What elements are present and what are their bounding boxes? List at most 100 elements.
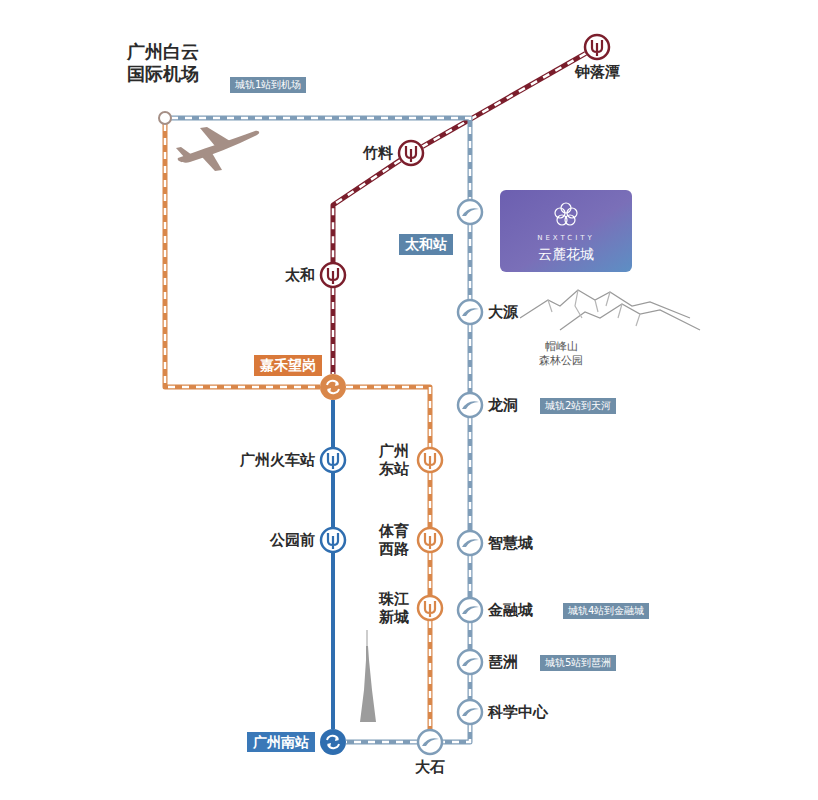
line-dash	[171, 118, 470, 199]
station-name: 钟落潭	[575, 63, 620, 81]
mountains	[520, 290, 700, 330]
rail-station-marker	[456, 596, 484, 624]
line-base	[331, 553, 335, 729]
station-name: 体育 西路	[379, 522, 412, 558]
metro-station-marker	[319, 526, 347, 554]
station: 金融城	[456, 596, 484, 624]
station: 大石	[416, 728, 444, 756]
line-dash	[429, 621, 432, 729]
line-dash	[469, 325, 472, 392]
line-base	[331, 473, 335, 527]
metro-station-marker	[416, 526, 444, 554]
station: 珠江 新城	[416, 594, 444, 622]
air-station-marker	[158, 111, 172, 125]
line-segment	[165, 124, 320, 387]
line-base	[468, 556, 473, 597]
station: 琶洲	[456, 648, 484, 676]
station: 智慧城	[456, 529, 484, 557]
line-segment	[470, 675, 471, 699]
station-name: 科学中心	[488, 703, 548, 721]
station: 太和站	[456, 198, 484, 226]
station: 竹料	[397, 139, 425, 167]
line-dash	[346, 741, 417, 744]
line-dash	[332, 288, 335, 374]
station: 广州 东站	[416, 446, 444, 474]
line-dash	[165, 124, 320, 387]
metro-station-marker	[583, 33, 611, 61]
metro-station-marker	[397, 139, 425, 167]
line-dash	[469, 623, 472, 649]
rail-station-marker	[416, 728, 444, 756]
station: 大源	[456, 298, 484, 326]
rail-station-marker	[456, 698, 484, 726]
line-segment	[430, 473, 431, 527]
station: 广州火车站	[319, 446, 347, 474]
line-dash	[346, 387, 430, 447]
nextcity-panel	[500, 190, 632, 272]
station: 科学中心	[456, 698, 484, 726]
station-name: 广州白云 国际机场	[127, 41, 203, 84]
station-name: 公园前	[270, 531, 315, 549]
station: 嘉禾望岗	[319, 373, 347, 401]
station: 广州白云 国际机场	[158, 111, 172, 125]
project-panel: NEXTCITY云麓花城	[500, 190, 632, 272]
line-segment	[430, 553, 431, 595]
line-base	[346, 740, 417, 745]
line-base	[468, 325, 473, 392]
park-label: 帽峰山 森林公园	[538, 340, 584, 369]
station: 体育 西路	[416, 526, 444, 554]
line-segment	[470, 325, 471, 392]
station-name: 珠江 新城	[379, 590, 412, 626]
station-name: 金融城	[488, 601, 533, 619]
metro-station-marker	[416, 446, 444, 474]
line-base	[468, 675, 473, 699]
line-base	[428, 553, 433, 595]
line-dash	[469, 556, 472, 597]
station-name: 大石	[415, 758, 445, 776]
line-segment	[333, 473, 334, 527]
station-name: 大源	[488, 303, 518, 321]
line-dash	[422, 53, 585, 146]
station-name: 嘉禾望岗	[254, 355, 322, 376]
line-dash	[429, 473, 432, 527]
station: 公园前	[319, 526, 347, 554]
station: 龙洞	[456, 391, 484, 419]
station-name: 广州火车站	[240, 451, 315, 469]
line-segment	[470, 556, 471, 597]
line-base	[443, 725, 470, 742]
tag-text: 城轨4站到金融城	[563, 603, 649, 619]
line-base	[468, 418, 473, 530]
line-segment	[346, 387, 430, 447]
station: 钟落潭	[583, 33, 611, 61]
station-name: 太和站	[399, 234, 453, 255]
line-segment	[470, 225, 471, 299]
line-segment	[333, 553, 334, 729]
line-base	[331, 400, 335, 447]
rail-station-marker	[456, 298, 484, 326]
line-dash	[469, 675, 472, 699]
station-name: 琶洲	[488, 653, 518, 671]
line-base	[331, 288, 336, 374]
line-segment	[443, 725, 470, 742]
station-name: 龙洞	[488, 396, 518, 414]
xfer-station-marker	[319, 373, 347, 401]
info-tag: 城轨2站到天河	[540, 398, 616, 414]
xfer-station-marker	[319, 728, 347, 756]
metro-station-marker	[319, 261, 347, 289]
info-tag: 城轨4站到金融城	[563, 603, 649, 619]
station-name: 广州 东站	[379, 442, 412, 478]
line-segment	[333, 160, 400, 262]
line-segment	[333, 400, 334, 447]
line-base	[165, 124, 320, 387]
station-name: 广州南站	[247, 732, 315, 753]
station-name: 智慧城	[488, 534, 533, 552]
line-dash	[469, 418, 472, 530]
rail-station-marker	[456, 198, 484, 226]
line-base	[422, 53, 585, 146]
line-base	[428, 621, 433, 729]
line-base	[333, 160, 400, 262]
line-base	[428, 473, 433, 527]
line-segment	[470, 418, 471, 530]
line-segment	[346, 742, 417, 743]
